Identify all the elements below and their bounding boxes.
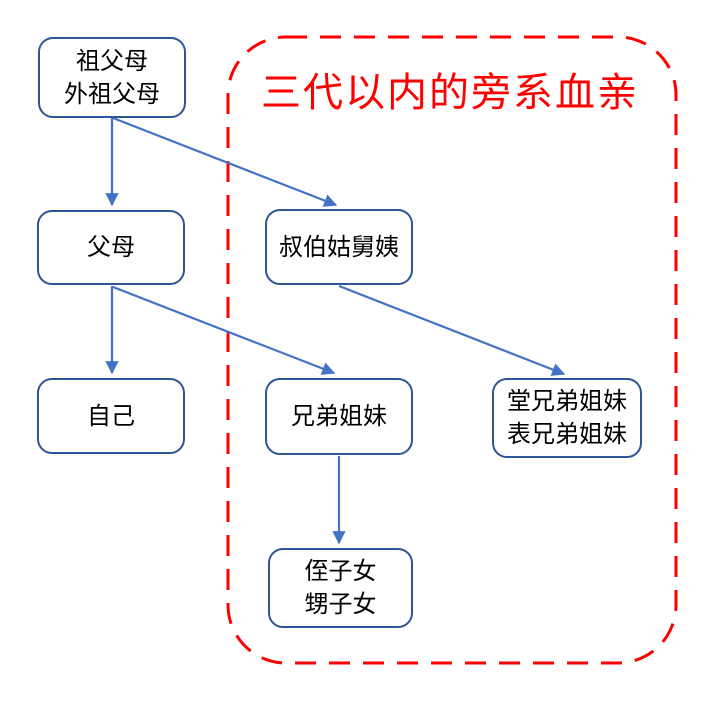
node-label: 祖父母 — [76, 47, 148, 75]
node-parents: 父母 — [37, 210, 185, 285]
node-label: 表兄弟姐妹 — [507, 421, 627, 448]
node-label: 外祖父母 — [64, 80, 160, 108]
edge-uncles-aunts-cousins — [338, 284, 566, 376]
node-label: 兄弟姐妹 — [291, 403, 387, 430]
node-label: 父母 — [87, 234, 135, 261]
node-label: 甥子女 — [304, 591, 377, 618]
edge-parents-siblings — [112, 285, 336, 375]
node-grandparents: 祖父母 外祖父母 — [38, 37, 186, 118]
edge-grandparents-uncles-aunts — [112, 116, 338, 207]
node-label: 叔伯姑舅姨 — [279, 233, 399, 261]
node-nephews-nieces: 侄子女 甥子女 — [268, 548, 413, 628]
collateral-group-dashed-border — [226, 35, 678, 665]
node-label: 自己 — [87, 402, 135, 430]
node-cousins: 堂兄弟姐妹 表兄弟姐妹 — [492, 378, 642, 458]
group-title: 三代以内的旁系血亲 — [261, 71, 639, 115]
node-siblings: 兄弟姐妹 — [265, 378, 413, 455]
node-self: 自己 — [37, 378, 185, 454]
node-label: 侄子女 — [304, 558, 377, 585]
node-label: 堂兄弟姐妹 — [507, 388, 627, 415]
node-uncles-aunts: 叔伯姑舅姨 — [265, 209, 413, 285]
